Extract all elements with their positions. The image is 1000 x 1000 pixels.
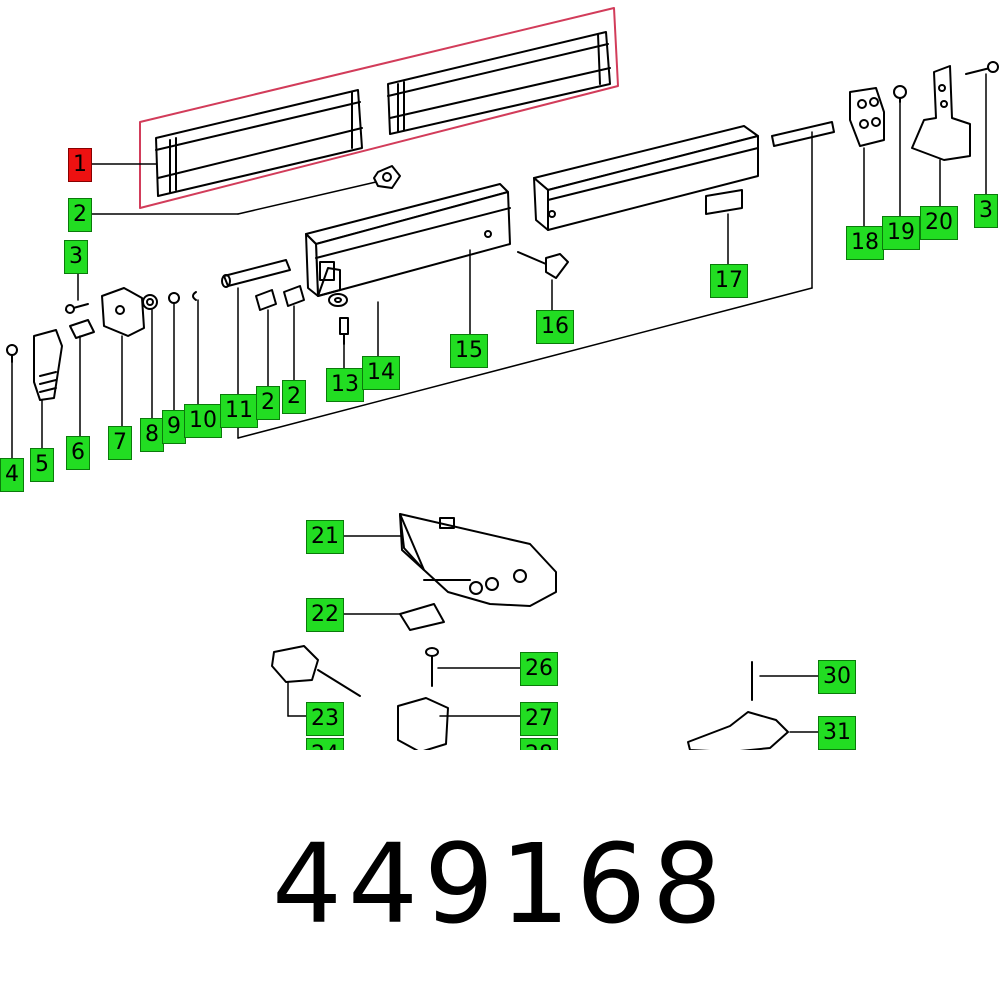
part-label-16[interactable]: 16 xyxy=(536,310,574,344)
part-label-10[interactable]: 10 xyxy=(184,404,222,438)
part-1-highlight-frame xyxy=(139,7,619,209)
part-4-screw xyxy=(6,344,18,363)
part-7-plate xyxy=(101,287,145,337)
part-16-knob xyxy=(517,251,569,279)
part-label-2[interactable]: 2 xyxy=(68,198,92,232)
part-31-lever xyxy=(687,711,821,750)
part-label-20[interactable]: 20 xyxy=(920,206,958,240)
part-2-nut xyxy=(373,165,401,189)
part-22-shim xyxy=(343,603,445,631)
part-label-30[interactable]: 30 xyxy=(818,660,856,694)
part-30-stud xyxy=(751,661,821,701)
part-18-end-block xyxy=(849,87,885,147)
part-label-3-b[interactable]: 3 xyxy=(974,194,998,228)
part-label-31[interactable]: 31 xyxy=(818,716,856,750)
part-label-9[interactable]: 9 xyxy=(162,410,186,444)
part-label-28[interactable]: 28 xyxy=(520,738,558,750)
part-21-base xyxy=(343,513,557,607)
part-3-screw-left xyxy=(65,303,89,314)
leader-lines xyxy=(11,73,987,461)
part-label-6[interactable]: 6 xyxy=(66,436,90,470)
part-9-washer xyxy=(168,292,180,304)
part-label-17[interactable]: 17 xyxy=(710,264,748,298)
part-label-5[interactable]: 5 xyxy=(30,448,54,482)
part-label-11[interactable]: 11 xyxy=(220,394,258,428)
part-5-handle xyxy=(33,329,63,401)
part-label-21[interactable]: 21 xyxy=(306,520,344,554)
part-label-3[interactable]: 3 xyxy=(64,240,88,274)
part-1-rail-left xyxy=(155,89,363,197)
part-23-knob xyxy=(271,645,361,717)
part-20-bracket xyxy=(911,65,971,161)
part-15-extrusion xyxy=(305,183,511,297)
part-label-8[interactable]: 8 xyxy=(140,418,164,452)
part-26-screw xyxy=(425,647,521,687)
part-label-27[interactable]: 27 xyxy=(520,702,558,736)
part-1-rail-right xyxy=(387,31,611,135)
part-2-slot-nut-a xyxy=(255,289,277,311)
part-label-14[interactable]: 14 xyxy=(362,356,400,390)
part-6-sleeve xyxy=(69,319,95,339)
part-17-long-extrusion xyxy=(533,125,759,231)
part-label-2-b[interactable]: 2 xyxy=(256,386,280,420)
rod-top-right xyxy=(771,121,835,147)
part-3-screw-right xyxy=(965,61,999,75)
part-label-24[interactable]: 24 xyxy=(306,738,344,750)
part-13-screw xyxy=(339,317,349,345)
part-14-washer xyxy=(328,293,348,307)
part-8-nut xyxy=(142,294,158,310)
article-number: 449168 xyxy=(272,820,728,948)
part-11-rod xyxy=(221,259,291,288)
part-label-15[interactable]: 15 xyxy=(450,334,488,368)
part-2-slot-nut-b xyxy=(283,285,305,307)
part-27-holder xyxy=(397,697,521,750)
part-label-13[interactable]: 13 xyxy=(326,368,364,402)
parts-drawing xyxy=(6,7,999,750)
part-label-22[interactable]: 22 xyxy=(306,598,344,632)
part-label-1[interactable]: 1 xyxy=(68,148,92,182)
part-label-2-c[interactable]: 2 xyxy=(282,380,306,414)
diagram-crop-area: 1 2 3 4 5 6 7 8 9 10 11 2 2 13 14 15 16 … xyxy=(0,7,999,750)
part-label-18[interactable]: 18 xyxy=(846,226,884,260)
part-label-26[interactable]: 26 xyxy=(520,652,558,686)
part-label-4[interactable]: 4 xyxy=(0,458,24,492)
part-label-19[interactable]: 19 xyxy=(882,216,920,250)
part-19-screw xyxy=(893,85,907,103)
part-10-clip xyxy=(192,291,197,301)
part-label-23[interactable]: 23 xyxy=(306,702,344,736)
part-label-7[interactable]: 7 xyxy=(108,426,132,460)
